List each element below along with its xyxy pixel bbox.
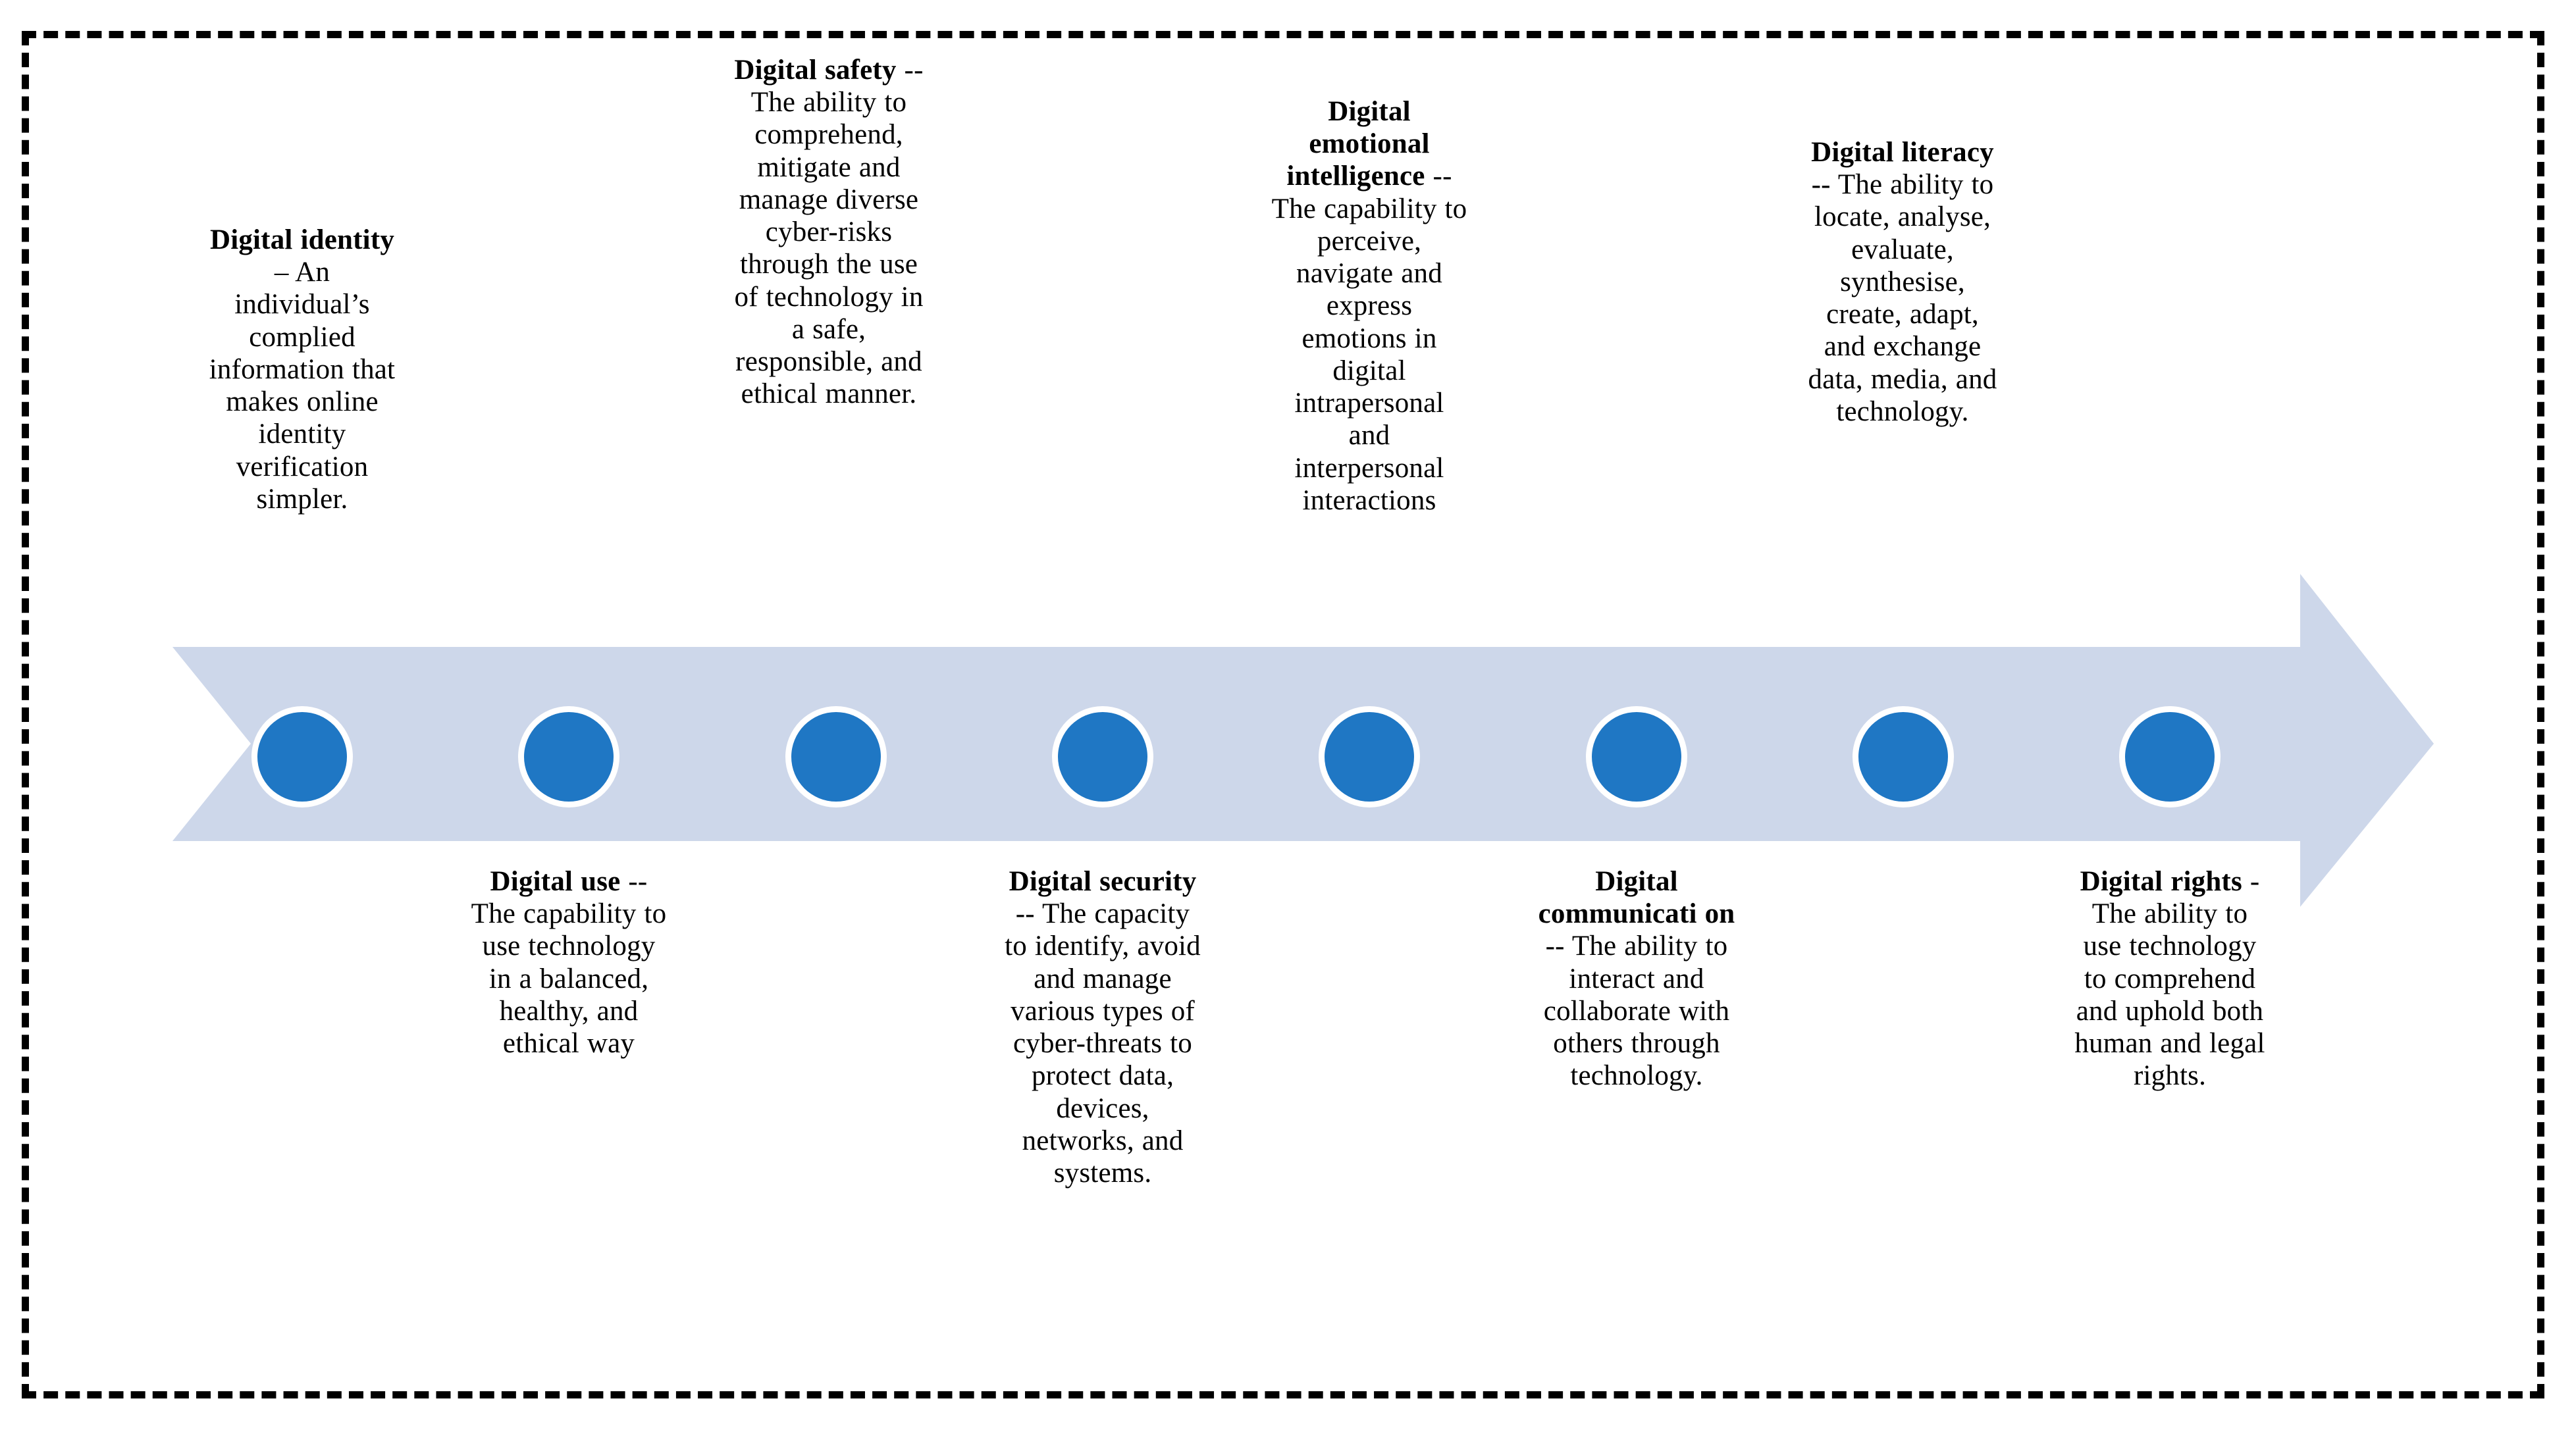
node-description-7: The ability to locate, analyse, evaluate… xyxy=(1808,169,1997,427)
node-caption-8: Digital rights - The ability to use tech… xyxy=(2071,865,2269,1092)
node-circle-5[interactable] xyxy=(1325,712,1414,802)
node-separator-7: -- xyxy=(1811,169,1838,201)
node-circle-2[interactable] xyxy=(524,712,614,802)
node-term-8: Digital rights xyxy=(2080,866,2242,897)
node-caption-2: Digital use -- The capability to use tec… xyxy=(470,865,668,1060)
node-term-7: Digital literacy xyxy=(1811,137,1994,168)
node-caption-1: Digital identity – An individual’s compl… xyxy=(203,224,401,515)
node-term-6: Digital communicati on xyxy=(1538,866,1735,930)
node-separator-8: - xyxy=(2242,866,2260,897)
node-description-1: An individual’s complied information tha… xyxy=(209,257,396,515)
node-description-3: The ability to comprehend, mitigate and … xyxy=(734,87,924,410)
node-description-5: The capability to perceive, navigate and… xyxy=(1271,193,1467,516)
node-separator-3: -- xyxy=(896,55,924,86)
node-caption-4: Digital security -- The capacity to iden… xyxy=(1004,865,1201,1189)
node-term-3: Digital safety xyxy=(734,55,897,86)
node-description-4: The capacity to identify, avoid and mana… xyxy=(1005,898,1201,1189)
node-caption-3: Digital safety -- The ability to compreh… xyxy=(730,54,928,411)
node-description-6: The ability to interact and collaborate … xyxy=(1543,931,1730,1092)
node-separator-1: – xyxy=(274,257,296,288)
node-description-8: The ability to use technology to compreh… xyxy=(2074,898,2265,1092)
node-separator-4: -- xyxy=(1015,898,1042,930)
node-separator-6: -- xyxy=(1545,931,1572,962)
node-circle-3[interactable] xyxy=(791,712,881,802)
node-caption-7: Digital literacy -- The ability to locat… xyxy=(1804,136,2001,428)
node-term-5: Digital emotional intelligence xyxy=(1286,96,1430,192)
node-caption-5: Digital emotional intelligence -- The ca… xyxy=(1271,95,1468,517)
node-circle-7[interactable] xyxy=(1858,712,1948,802)
node-circle-6[interactable] xyxy=(1592,712,1681,802)
node-description-2: The capability to use technology in a ba… xyxy=(471,898,667,1060)
node-circle-8[interactable] xyxy=(2125,712,2215,802)
node-separator-5: -- xyxy=(1425,161,1452,192)
node-term-4: Digital security xyxy=(1009,866,1197,897)
node-term-1: Digital identity xyxy=(209,224,395,255)
node-circle-4[interactable] xyxy=(1058,712,1147,802)
node-caption-6: Digital communicati on -- The ability to… xyxy=(1538,865,1735,1092)
dashed-border-frame xyxy=(22,31,2544,1398)
node-separator-2: -- xyxy=(620,866,648,897)
node-circle-1[interactable] xyxy=(257,712,347,802)
node-term-2: Digital use xyxy=(490,866,621,897)
